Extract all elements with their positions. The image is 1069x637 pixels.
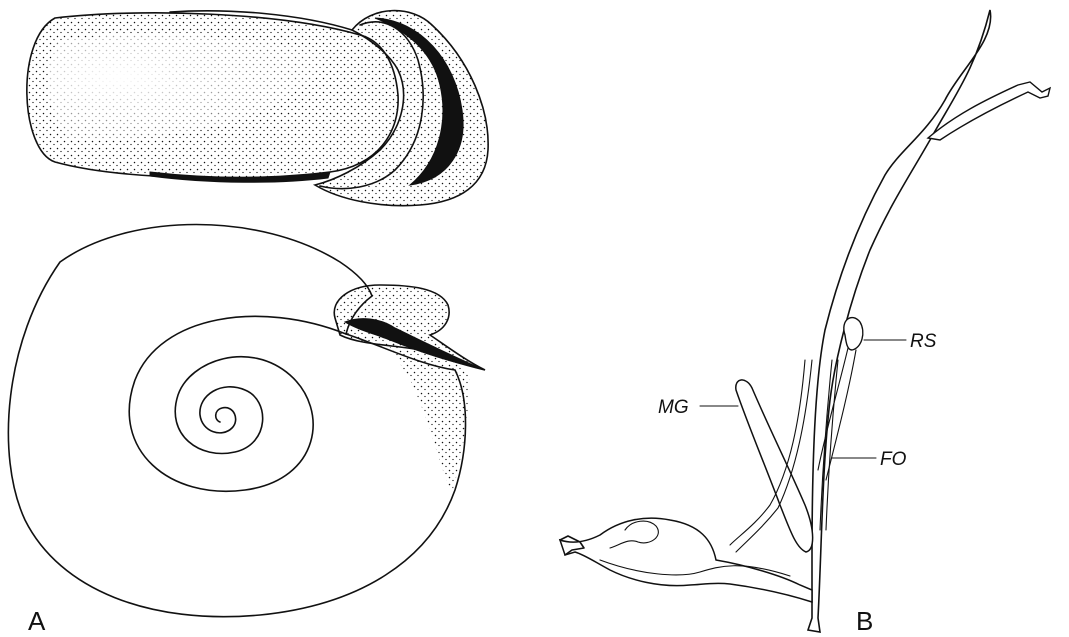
receptaculum-seminis [844, 318, 863, 350]
label-mg: MG [658, 397, 689, 418]
shell-apical-view [8, 225, 485, 617]
panel-a-illustration: A [8, 11, 488, 636]
main-duct [808, 10, 991, 632]
panel-label-b: B [856, 606, 873, 636]
panel-label-a: A [28, 606, 46, 636]
panel-b-illustration: RS MG FO B [560, 10, 1050, 636]
mucous-gland [736, 380, 813, 552]
shell-side-view [27, 11, 488, 206]
lower-organ [560, 518, 812, 602]
shell-outline-apical [8, 225, 465, 617]
label-rs: RS [910, 331, 937, 352]
label-fo: FO [880, 449, 907, 470]
